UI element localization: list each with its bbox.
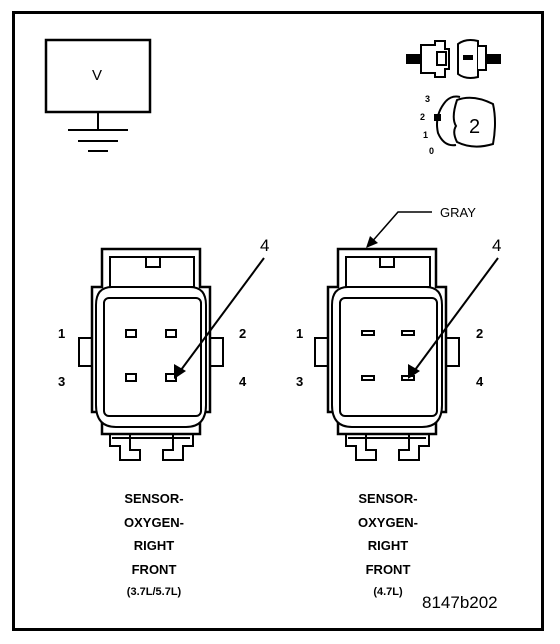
left-cavity-3 [125, 373, 137, 382]
left-cavity-1 [125, 329, 137, 338]
caption-line: SENSOR- [124, 491, 184, 506]
left-pin-2-label: 2 [239, 326, 247, 341]
left-cavity-2 [165, 329, 177, 338]
right-cavity-2 [401, 330, 415, 336]
right-pin-2-label: 2 [476, 326, 484, 341]
left-connector-caption: SENSOR- OXYGEN- RIGHT FRONT (3.7L/5.7L) [74, 487, 234, 605]
left-pin-1-label: 1 [58, 326, 66, 341]
figure-id: 8147b202 [422, 593, 498, 612]
gray-arrowhead [366, 236, 378, 248]
scale-mark-1: 1 [423, 130, 429, 140]
right-connector-caption: SENSOR- OXYGEN- RIGHT FRONT (4.7L) [308, 487, 468, 605]
left-pin-4-label: 4 [239, 374, 247, 389]
caption-line: OXYGEN- [124, 514, 184, 530]
caption-line: FRONT [365, 561, 411, 577]
scale-mark-0: 0 [429, 146, 435, 156]
voltmeter-symbol [44, 38, 152, 152]
position-key-icon [434, 95, 496, 148]
connector-plug-icon [406, 39, 501, 79]
right-cavity-1 [361, 330, 375, 336]
caption-line: SENSOR- [358, 491, 418, 506]
right-pin4-arrowhead [408, 364, 420, 379]
left-pin4-marker: 4 [260, 236, 270, 255]
scale-mark-2: 2 [420, 112, 426, 122]
left-pin-3-label: 3 [58, 374, 66, 389]
right-cavity-3 [361, 375, 375, 381]
diagram-frame [12, 11, 544, 631]
scale-mark-3: 3 [425, 94, 431, 104]
caption-line: RIGHT [133, 538, 175, 553]
right-pin-1-label: 1 [296, 326, 304, 341]
caption-line: (3.7L/5.7L) [126, 586, 182, 598]
voltmeter-label: V [92, 67, 103, 84]
caption-line: FRONT [131, 561, 177, 577]
right-pin-3-label: 3 [296, 374, 304, 389]
right-pin-4-label: 4 [476, 374, 484, 389]
caption-line: OXYGEN- [358, 514, 418, 530]
caption-line: RIGHT [367, 538, 409, 553]
left-connector-drawing [78, 247, 224, 461]
left-pin4-leader [177, 257, 265, 375]
left-pin4-arrowhead [174, 364, 186, 379]
caption-line: (4.7L) [373, 586, 403, 598]
right-pin4-leader [411, 257, 499, 375]
right-pin4-marker: 4 [492, 236, 502, 255]
right-connector-drawing [314, 247, 460, 461]
scale-selected-position: 2 [469, 116, 481, 138]
gray-wire-label: GRAY [440, 205, 476, 220]
gray-leader-line [369, 211, 432, 245]
